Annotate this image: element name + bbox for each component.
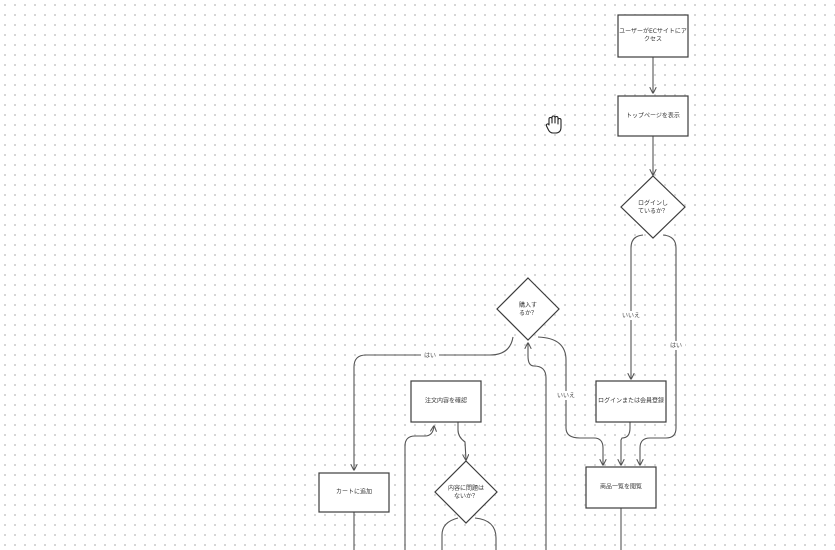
edge-ok-left[interactable] bbox=[441, 517, 459, 550]
edge-purchase-yes[interactable] bbox=[354, 336, 514, 470]
edge-labels: いいえ はい いいえ はい bbox=[421, 311, 685, 400]
edge-ok-right[interactable] bbox=[474, 517, 497, 550]
edge-login-check-yes[interactable] bbox=[640, 234, 677, 465]
node-login-check[interactable]: ログインしているか？ bbox=[620, 175, 686, 239]
node-purchase-check[interactable]: 購入するか？ bbox=[496, 277, 560, 341]
edge-confirm-to-ok[interactable] bbox=[457, 422, 466, 460]
node-order-ok[interactable]: 内容に問題はないか？ bbox=[434, 460, 498, 524]
edge-label-no2: いいえ bbox=[557, 393, 575, 400]
node-login-register[interactable]: ログインまたは会員登録 bbox=[595, 380, 667, 423]
edge-loop-to-purchase[interactable] bbox=[528, 343, 547, 550]
node-browse[interactable]: 商品一覧を閲覧 bbox=[585, 466, 657, 509]
edge-label-no: いいえ bbox=[622, 313, 640, 320]
node-top-page-label: トップページを表示 bbox=[626, 112, 680, 120]
node-confirm-order[interactable]: 注文内容を確認 bbox=[410, 380, 482, 423]
edge-purchase-no[interactable] bbox=[537, 336, 603, 465]
edge-label-yes2: はい bbox=[424, 353, 436, 360]
node-cart[interactable]: カートに追加 bbox=[318, 472, 390, 513]
node-top-page[interactable]: トップページを表示 bbox=[617, 95, 689, 137]
edges bbox=[354, 57, 677, 550]
hand-cursor-icon bbox=[545, 115, 562, 134]
edge-login-to-browse[interactable] bbox=[621, 422, 631, 465]
node-browse-label: 商品一覧を閲覧 bbox=[600, 483, 642, 491]
node-cart-label: カートに追加 bbox=[336, 488, 372, 496]
node-login-register-label: ログインまたは会員登録 bbox=[598, 397, 664, 405]
edge-loop-to-confirm[interactable] bbox=[404, 426, 434, 550]
edge-label-yes: はい bbox=[670, 343, 682, 350]
node-purchase-check-label: 購入するか？ bbox=[519, 301, 537, 317]
node-order-ok-label: 内容に問題はないか？ bbox=[448, 484, 484, 500]
node-login-check-label: ログインしているか？ bbox=[638, 199, 668, 215]
edge-login-check-no[interactable] bbox=[631, 234, 644, 379]
node-confirm-order-label: 注文内容を確認 bbox=[425, 397, 467, 405]
node-start[interactable]: ユーザーがECサイトにアクセス bbox=[617, 14, 689, 58]
node-start-label: ユーザーがECサイトにアクセス bbox=[619, 27, 687, 43]
